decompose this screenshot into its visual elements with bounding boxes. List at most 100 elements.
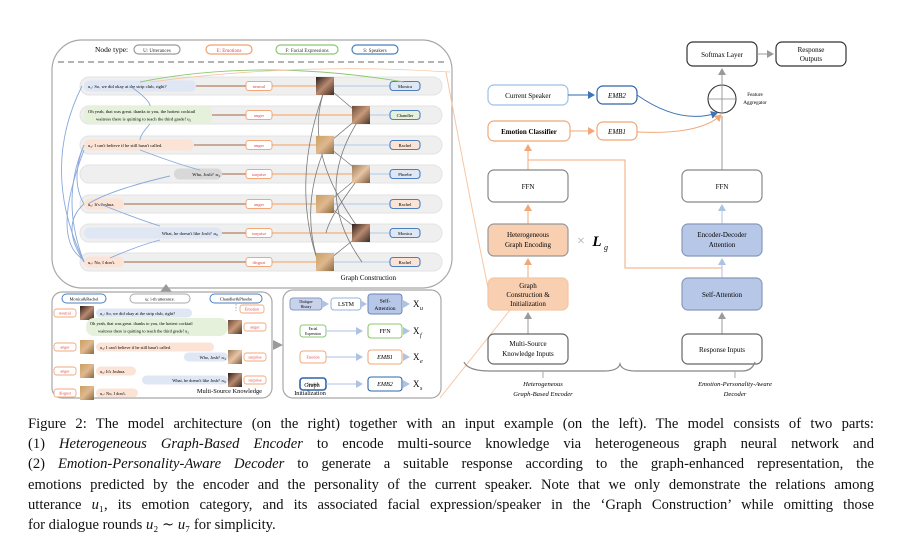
emotion-label: disgust — [252, 260, 266, 265]
message-emotion-label: disgust — [59, 391, 72, 396]
init-block — [367, 376, 403, 392]
encoder-decoder-attention-box — [681, 223, 763, 257]
caption-text: utterance — [28, 496, 92, 513]
emb1-label: EMB1 — [607, 128, 626, 136]
right-arrow-icon — [273, 340, 283, 350]
repeat-sub: g — [604, 243, 608, 252]
utterance-text: u₇: No, I don't. — [88, 260, 115, 266]
message-emotion-tag — [53, 308, 77, 318]
utterance-text: u₃: I can't believe if he still hasn't c… — [88, 143, 162, 148]
init-input-label: Facial — [309, 327, 318, 331]
speaker-label: Monica — [398, 84, 412, 89]
self-attention-label: Self- — [380, 298, 391, 305]
caption-text: ₇ for simplicity. — [185, 517, 276, 534]
self-attention-label: Attention — [374, 306, 395, 312]
message-text: u₃: I can't believe if he still hasn't c… — [100, 345, 171, 350]
emb1-box — [596, 121, 638, 141]
graph-init-label-line1: Graph — [304, 382, 320, 389]
utterance-utterance-edge — [71, 203, 85, 263]
speaker-node — [389, 198, 421, 210]
multi-source-inputs-label: Knowledge Inputs — [502, 350, 554, 358]
encoder-ffn-label: FFN — [522, 183, 535, 191]
message-bubble — [184, 352, 228, 362]
graph-init-label-line2: Initialization — [294, 390, 326, 397]
eda-label: Encoder-Decoder — [697, 231, 747, 239]
decoder-brace-label: Decoder — [723, 391, 747, 398]
lstm-label: LSTM — [338, 302, 355, 308]
message-text: u₁: So, we did okay at the strip club, r… — [100, 311, 175, 317]
self-attention-block — [367, 293, 403, 315]
utterance-utterance-edge — [61, 85, 85, 263]
face-face-edge — [317, 85, 363, 234]
right-speakers-label: Chandler&Phoebe — [220, 297, 252, 302]
init-block-label: FFN — [379, 328, 391, 335]
response-outputs-label: Outputs — [800, 55, 822, 63]
speaker-label: Rachel — [399, 260, 412, 265]
init-output-sub: f — [420, 332, 423, 339]
speaker-label: Phoebe — [398, 172, 412, 177]
speaker-node — [389, 109, 421, 121]
left-speakers-label: Monica&Rachel — [69, 297, 99, 302]
init-block — [367, 349, 403, 365]
message-emotion-label: surprise — [248, 378, 261, 383]
eda-label: Attention — [709, 241, 736, 249]
caption-emphasis: u — [177, 517, 186, 534]
init-output: X — [413, 299, 420, 309]
message-bubble — [86, 318, 228, 336]
message-emotion-tag — [243, 375, 267, 385]
legend-item-speakers — [351, 44, 399, 55]
caption-line: (2) Emotion-Personality-Aware Decoder to… — [28, 454, 874, 474]
graph-construction-label: Graph Construction — [341, 274, 397, 282]
self-attention-box — [681, 277, 763, 311]
current-speaker-label: Current Speaker — [505, 92, 551, 100]
init-output-sub: s — [420, 386, 423, 392]
heterogeneous-graph-encoding-box — [487, 223, 569, 257]
utterance-legend-badge — [129, 293, 191, 304]
message-bubble — [96, 366, 136, 376]
facial-expression-node — [316, 195, 334, 213]
init-output: X — [413, 379, 420, 389]
utterance-utterance-edge — [71, 144, 85, 263]
multi-source-inputs-box — [487, 333, 569, 365]
speaker-face — [80, 306, 94, 320]
legend-item-label: E: Emotions — [217, 49, 242, 54]
speaker-node — [389, 168, 421, 180]
init-block-label: EMB2 — [376, 381, 393, 388]
legend-item-emotions — [205, 44, 253, 55]
message-text: u₇: No, I don't. — [100, 391, 126, 397]
emotion-label: anger — [254, 143, 265, 148]
gci-label: Graph — [519, 282, 537, 290]
message-emotion-tag — [53, 342, 77, 352]
caption-text: for dialogue rounds — [28, 517, 146, 534]
figure-caption: Figure 2: The model architecture (on the… — [28, 414, 874, 535]
emotion-label: anger — [254, 113, 265, 118]
message-text: Who, Josh? :u₄ — [199, 355, 226, 361]
facial-expression-node — [316, 136, 334, 154]
caption-line: utterance u₁, its emotion category, and … — [28, 495, 874, 515]
message-text: u₅: It's Joshua. — [100, 369, 125, 374]
legend-item-facial-expressions — [275, 44, 339, 55]
speaker-label: Monica — [398, 231, 412, 236]
emotion-label: neutral — [253, 84, 266, 89]
self-attention-label: Self-Attention — [702, 291, 743, 299]
response-outputs-box — [775, 41, 847, 67]
message-text: waitress there is quitting to teach the … — [98, 329, 189, 334]
emotion-tag — [239, 304, 265, 314]
encoder-brace-label: Heterogeneous — [522, 381, 563, 388]
message-emotion-tag — [243, 322, 267, 332]
caption-text: to encode multi-source knowledge via het… — [302, 436, 874, 453]
emotion-tag-label: Emotion — [245, 307, 260, 312]
facial-expression-node — [316, 253, 334, 271]
speaker-label: Rachel — [399, 143, 412, 148]
utterance-utterance-edge — [66, 149, 85, 261]
utterance-node — [84, 256, 124, 268]
up-arrow-icon — [160, 284, 172, 292]
utterance-node — [174, 168, 222, 180]
response-outputs-label: Response — [798, 46, 825, 54]
utterance-text: Oh yeah, that was great. thanks to you, … — [88, 109, 196, 115]
caption-text: emotions predicted by the encoder and th… — [28, 476, 874, 493]
gci-label: Construction & — [506, 291, 550, 299]
